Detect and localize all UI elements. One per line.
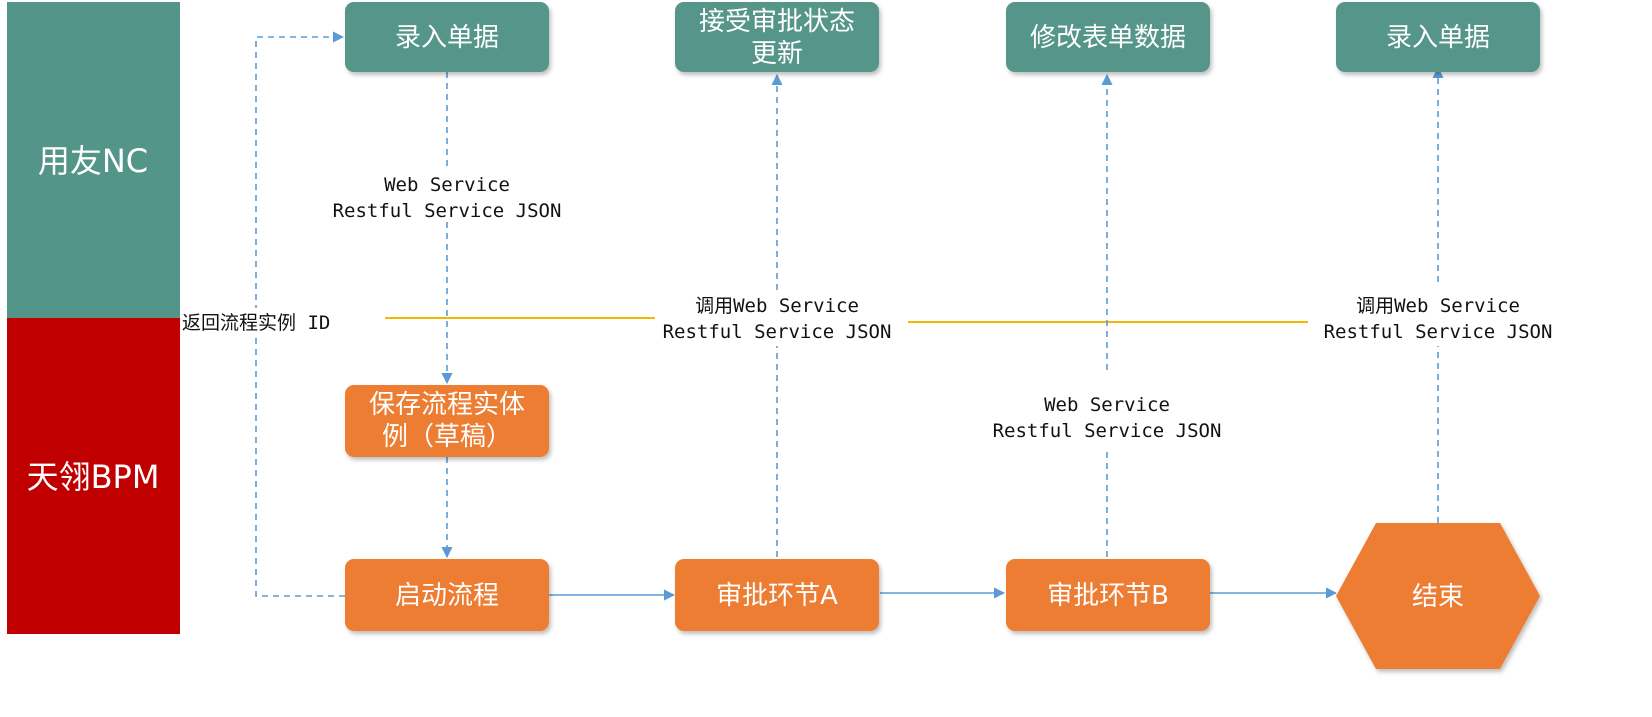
node-nc-entry-2: 录入单据: [1336, 2, 1540, 72]
lane-bpm: [7, 318, 180, 634]
node-bpm-approve-a: 审批环节A: [675, 559, 879, 631]
annotation-text: Restful Service JSON: [1324, 321, 1553, 343]
node-bpm-end: 结束: [1336, 523, 1540, 669]
annotation-call-1: 调用Web Service Restful Service JSON: [663, 295, 892, 343]
node-label: 保存流程实体: [369, 390, 525, 420]
annotation-text: 调用Web Service: [695, 295, 859, 317]
node-label: 更新: [751, 39, 803, 69]
node-label: 例（草稿）: [382, 422, 512, 452]
annotation-text: Restful Service JSON: [663, 321, 892, 343]
annotation-text: Restful Service JSON: [333, 200, 562, 222]
lane-nc: [7, 2, 180, 318]
annotation-text: Restful Service JSON: [993, 420, 1222, 442]
node-label: 录入单据: [1386, 23, 1490, 53]
annotation-ws-1: Web Service Restful Service JSON: [333, 174, 562, 222]
lane-nc-label: 用友NC: [38, 142, 148, 180]
annotation-text: Web Service: [1044, 394, 1170, 416]
node-label: 修改表单数据: [1030, 23, 1186, 53]
node-bpm-approve-b: 审批环节B: [1006, 559, 1210, 631]
annotation-text: Web Service: [384, 174, 510, 196]
node-label: 审批环节A: [716, 581, 838, 611]
node-label: 录入单据: [395, 23, 499, 53]
lane-bpm-label: 天翎BPM: [27, 458, 160, 496]
node-nc-entry: 录入单据: [345, 2, 549, 72]
annotation-return-id: 返回流程实例 ID: [180, 308, 348, 336]
node-label: 接受审批状态: [699, 7, 855, 37]
annotation-call-2: 调用Web Service Restful Service JSON: [1324, 295, 1553, 343]
node-bpm-save: 保存流程实体 例（草稿）: [345, 385, 549, 457]
node-label: 审批环节B: [1047, 581, 1169, 611]
node-label: 启动流程: [395, 581, 499, 611]
node-nc-accept: 接受审批状态 更新: [675, 2, 879, 72]
node-bpm-start: 启动流程: [345, 559, 549, 631]
annotation-ws-2: Web Service Restful Service JSON: [993, 394, 1222, 442]
annotation-text: 调用Web Service: [1356, 295, 1520, 317]
node-label: 结束: [1412, 582, 1464, 612]
annotation-text: 返回流程实例 ID: [182, 312, 330, 334]
node-nc-modify: 修改表单数据: [1006, 2, 1210, 72]
